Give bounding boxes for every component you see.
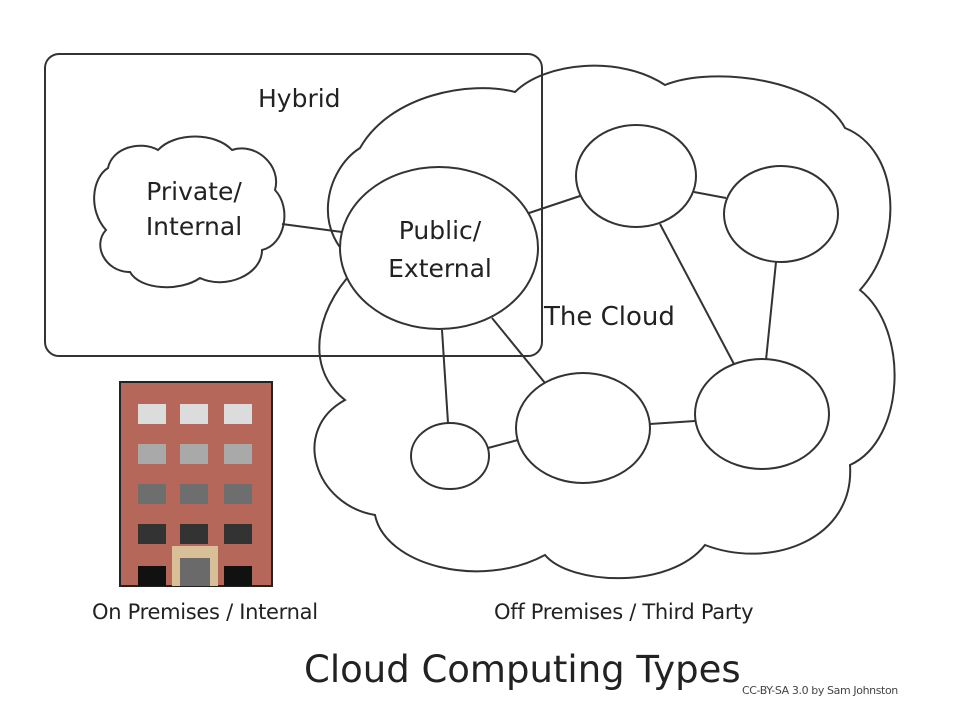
credit-text: CC-BY-SA 3.0 by Sam Johnston — [742, 684, 898, 697]
private-internal-label: Private/ Internal — [120, 174, 268, 244]
line-node2-node5 — [765, 261, 777, 361]
building-windows — [138, 404, 252, 586]
cloud-node-5 — [694, 358, 830, 470]
hybrid-boundary — [44, 53, 543, 357]
the-cloud-label: The Cloud — [544, 302, 675, 332]
cloud-node-4 — [515, 372, 651, 484]
cloud-node-2 — [723, 165, 839, 263]
line-node1-node2 — [693, 191, 727, 199]
line-public-node3 — [441, 329, 449, 424]
line-private-public — [281, 223, 343, 233]
private-label-line2: Internal — [145, 212, 243, 241]
line-node3-node4 — [487, 439, 519, 449]
building-icon — [119, 381, 273, 587]
connector-lines — [281, 191, 777, 449]
diagram-title: Cloud Computing Types — [304, 648, 741, 691]
private-label-line1: Private/ — [146, 177, 242, 206]
public-label-line2: External — [388, 254, 492, 283]
cloud-node-3 — [410, 422, 490, 490]
cloud-node-1 — [575, 124, 697, 228]
on-premises-label: On Premises / Internal — [92, 600, 318, 624]
public-external-label: Public/ External — [360, 212, 520, 288]
line-public-node1 — [525, 195, 581, 215]
public-external-node — [339, 166, 539, 330]
public-label-line1: Public/ — [398, 216, 482, 245]
off-premises-label: Off Premises / Third Party — [494, 600, 754, 624]
hybrid-label: Hybrid — [258, 84, 341, 113]
line-node4-node5 — [649, 420, 696, 425]
line-node1-node5 — [659, 223, 736, 367]
private-cloud-shape — [93, 135, 286, 289]
line-public-node4 — [491, 317, 546, 384]
